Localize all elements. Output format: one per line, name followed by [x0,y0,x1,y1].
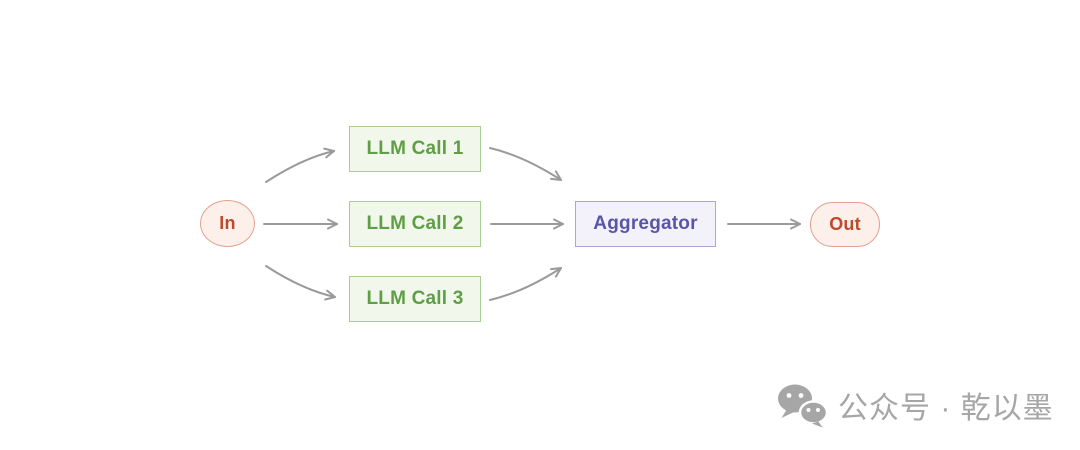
node-in: In [200,200,255,247]
node-llm-call-3-label: LLM Call 3 [366,288,464,309]
node-llm-call-2: LLM Call 2 [349,201,481,247]
watermark: 公众号 · 乾以墨 [776,382,1054,428]
arrow-llm1-to-aggregator [489,147,562,181]
node-llm-call-1-label: LLM Call 1 [366,138,464,159]
node-llm-call-2-label: LLM Call 2 [366,213,464,234]
node-aggregator-label: Aggregator [593,213,698,234]
watermark-text: 公众号 · 乾以墨 [838,392,1054,425]
node-out-label: Out [829,214,861,234]
arrow-llm3-to-aggregator [489,267,562,301]
wechat-icon [778,384,828,427]
node-out: Out [810,202,880,247]
node-llm-call-3: LLM Call 3 [349,276,481,322]
arrow-in-to-llm1 [265,147,335,183]
node-aggregator: Aggregator [575,201,716,247]
arrow-in-to-llm3 [265,265,336,301]
node-in-label: In [219,213,236,233]
node-llm-call-1: LLM Call 1 [349,126,481,172]
